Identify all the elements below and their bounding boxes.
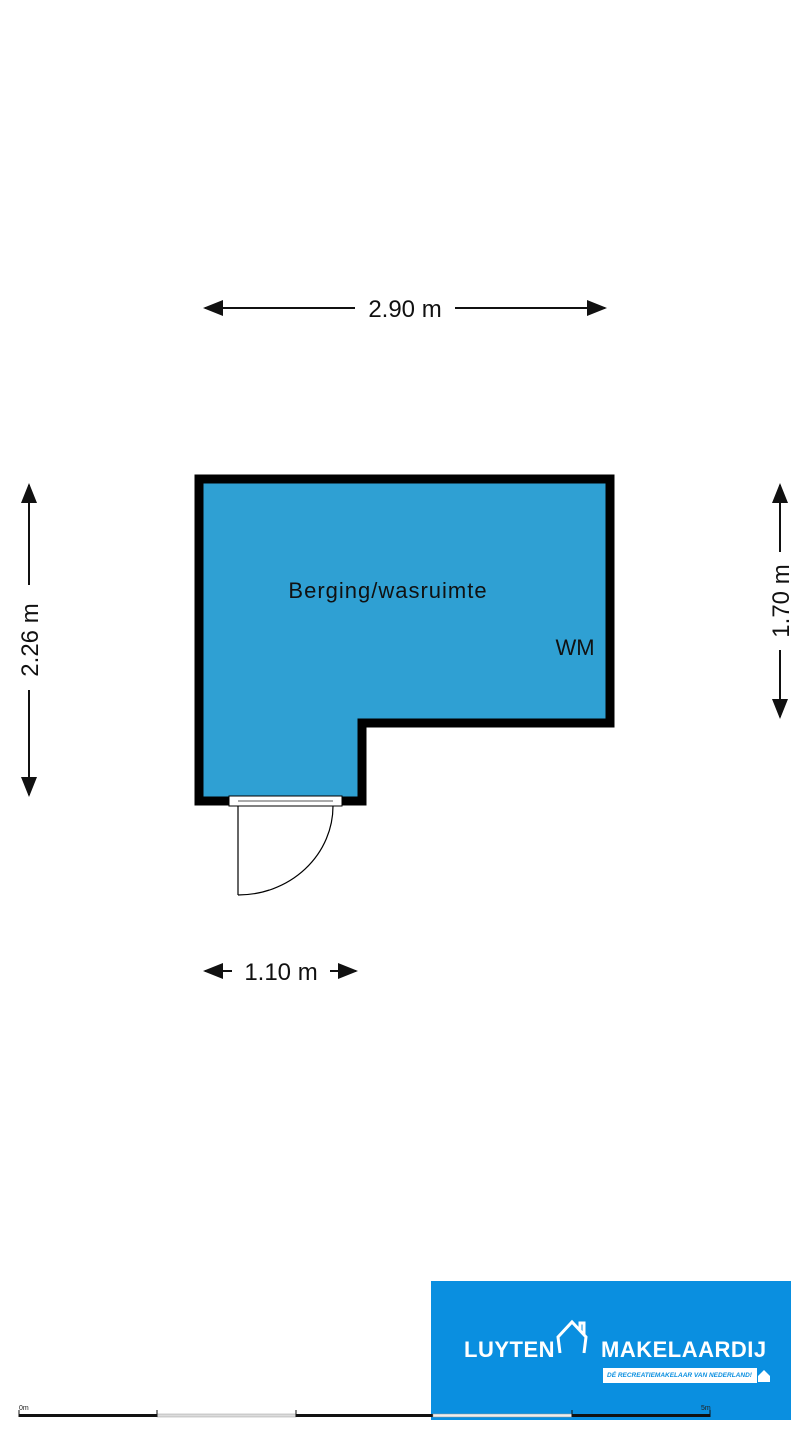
dimension-left: 2.26 m — [17, 483, 44, 797]
dimension-right: 1.70 m — [768, 483, 795, 719]
dimension-right-label: 1.70 m — [768, 564, 795, 637]
dimension-top-label: 2.90 m — [368, 296, 441, 323]
small-house-icon — [758, 1370, 770, 1382]
appliance-label: WM — [555, 635, 594, 660]
logo-word-right: MAKELAARDIJ — [601, 1337, 767, 1362]
dimension-bottom-label: 1.10 m — [244, 959, 317, 986]
dimension-bottom: 1.10 m — [203, 959, 358, 986]
room-berging — [194, 474, 615, 806]
company-logo: LUYTEN MAKELAARDIJ DÉ RECREATIEMAKELAAR … — [431, 1281, 791, 1420]
door-swing-arc — [237, 805, 334, 896]
dimension-top: 2.90 m — [203, 296, 607, 323]
house-icon — [556, 1319, 588, 1354]
dimension-left-label: 2.26 m — [17, 603, 44, 676]
logo-word-left: LUYTEN — [464, 1337, 555, 1362]
logo-tagline: DÉ RECREATIEMAKELAAR VAN NEDERLAND! — [603, 1368, 757, 1383]
room-label: Berging/wasruimte — [288, 578, 487, 603]
